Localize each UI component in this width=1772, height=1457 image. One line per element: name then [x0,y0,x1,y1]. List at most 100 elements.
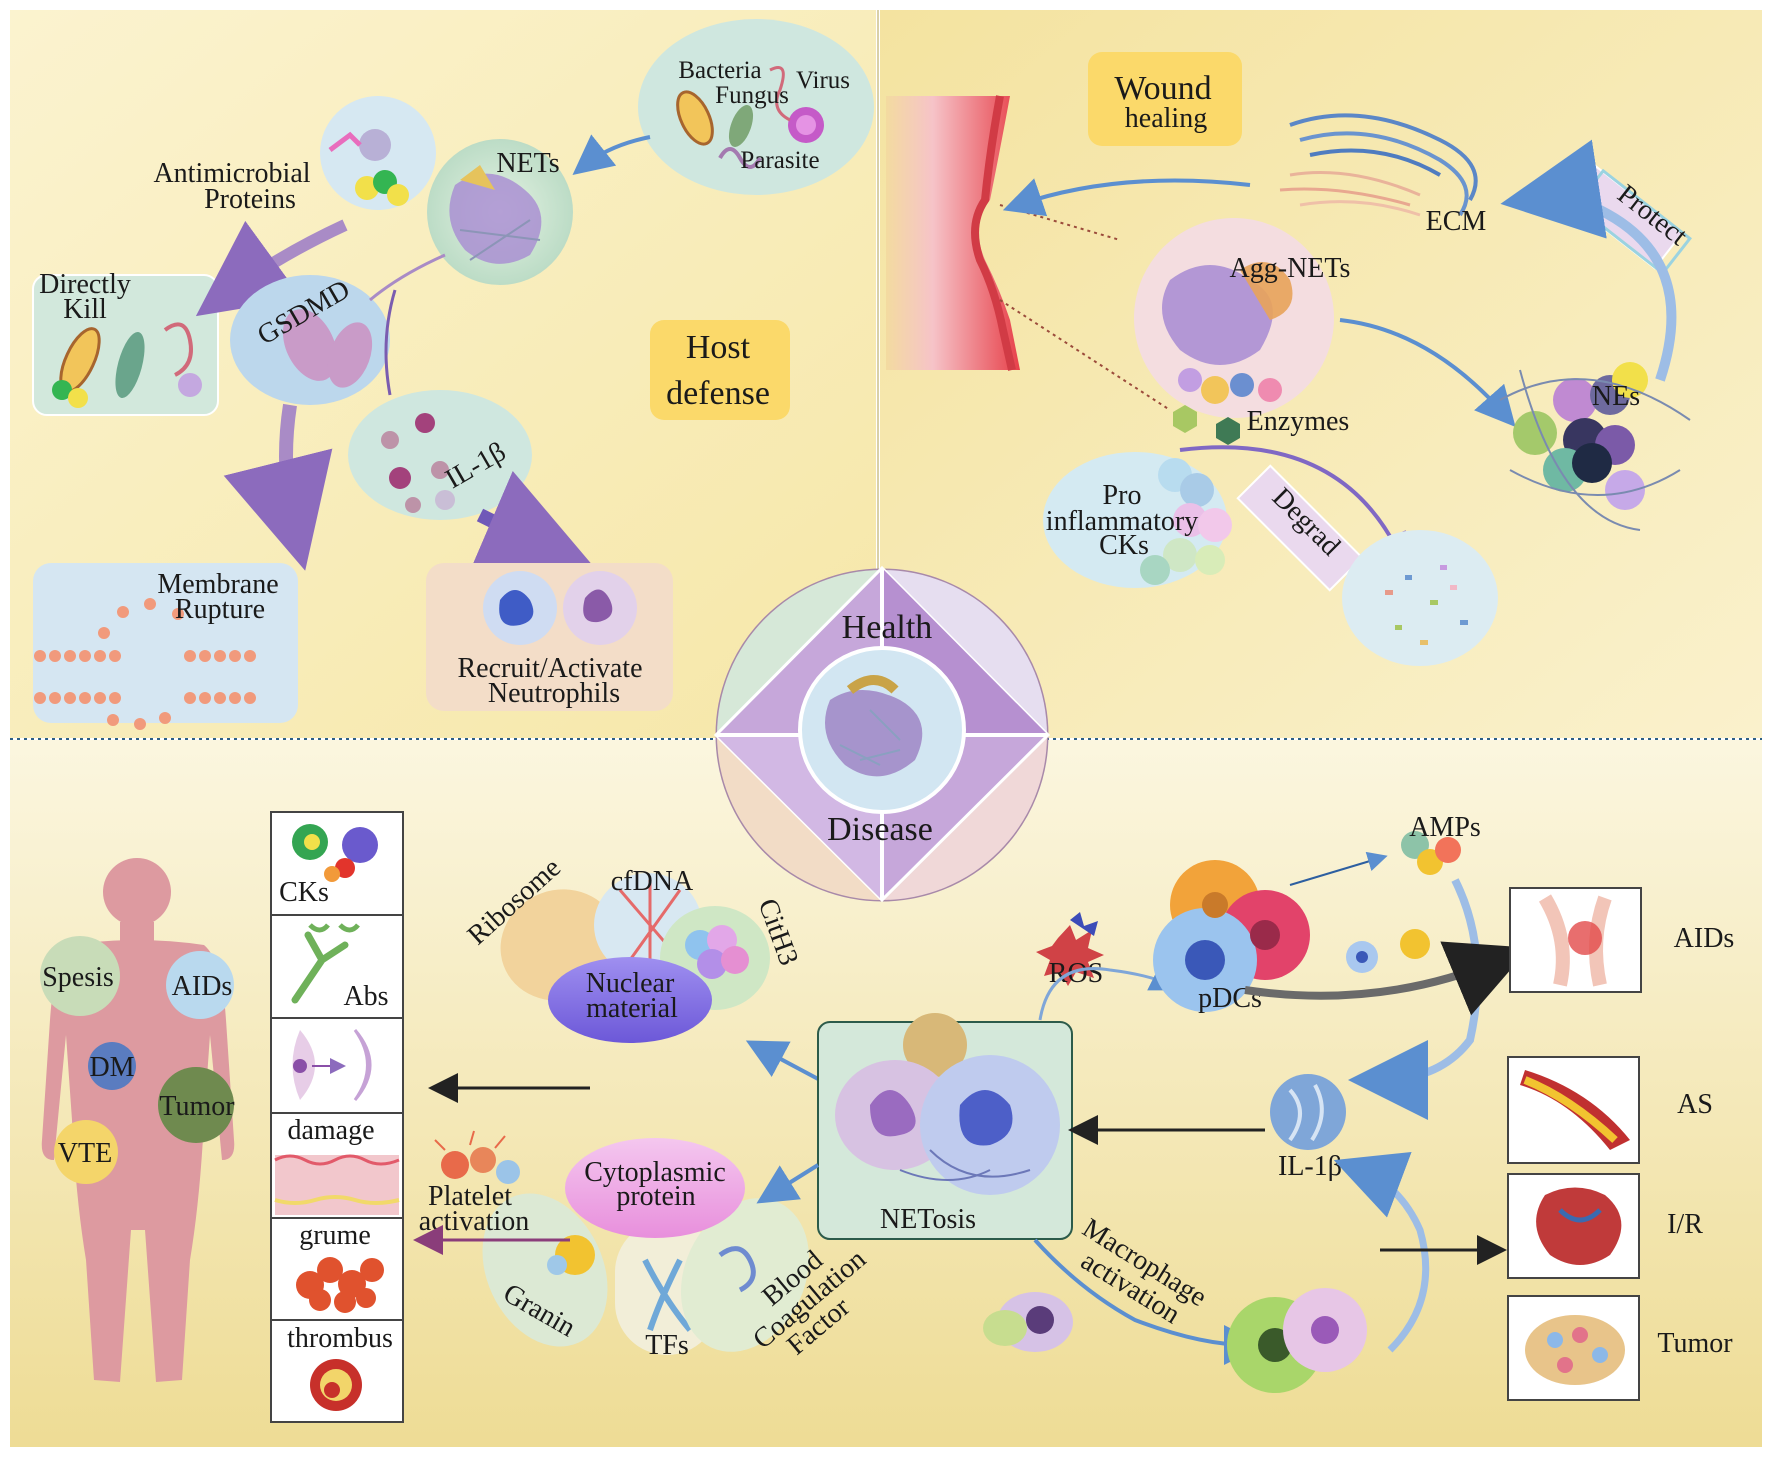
tumor-body-label: Tumor [159,1091,235,1122]
macrophage-cells [983,1288,1367,1393]
recruit-neutrophils-box [426,563,673,711]
netosis-box [817,1013,1073,1240]
dm-label: DM [89,1052,134,1083]
recruit-line1: Recruit/Activate [457,653,642,684]
virus-label: Virus [796,67,850,94]
outcome-tumor-label: Tumor [1657,1328,1733,1359]
ecm-to-skin-arrow [1002,178,1251,217]
degrad-arrow [1179,445,1406,566]
antimicrobial-line1: Antimicrobial [153,158,310,189]
to-membrane-arrow [223,403,333,571]
nes-cluster [1499,362,1691,531]
tumor-body-badge [158,1067,234,1143]
parasite-label: Parasite [740,147,819,174]
spesis-label: Spesis [42,962,114,993]
bacteria-label: Bacteria [678,57,761,84]
to-kill-arrow [195,219,348,317]
directly-kill-line1: Directly [39,269,131,300]
outcome-tumor-box [1507,1295,1640,1401]
amps-icon [1401,831,1461,875]
amps-label: AMPs [1409,812,1481,843]
grume-panel-label: grume [299,1220,371,1251]
netosis-label: NETosis [880,1204,976,1235]
wound-title-line1: Wound [1114,70,1211,107]
nets-label: NETs [496,148,559,179]
damage-panel-label: damage [287,1115,374,1146]
wound-healing-title-box [1088,52,1242,146]
platelet-line1: Platelet [428,1181,512,1212]
recruit-line2: Neutrophils [488,678,620,709]
degraded-fragments [1342,530,1498,666]
antimicrobial-line2: Proteins [204,184,296,215]
enzyme-hexagon-2 [1216,417,1240,445]
human-silhouette [41,858,235,1382]
platelet-line2: activation [419,1206,529,1237]
host-defense-title-line1: Host [686,329,751,366]
pdcs-cluster [1153,860,1430,1012]
directly-kill-line2: Kill [63,294,107,325]
netosis-to-nuclear-arrow [745,1040,821,1082]
dm-badge [88,1042,136,1090]
fungus-label: Fungus [715,82,789,109]
to-recruit-arrow [468,470,594,574]
outcome-aids-label: AIDs [1674,923,1735,954]
ecm-label: ECM [1426,206,1487,237]
thrombus-panel-label: thrombus [287,1323,393,1354]
pathogens-group [638,19,874,195]
il1b-disease-label: IL-1β [1278,1151,1342,1182]
cfdna-label: cfDNA [611,866,694,897]
nets-cell [427,139,573,285]
outcome-as-box [1507,1056,1640,1164]
antimicrobial-proteins-group [320,96,436,210]
ecm-fibers [1279,113,1478,217]
cyto-line2: protein [616,1181,695,1212]
cytoplasmic-protein-group [482,1138,810,1355]
cks-line2: inflammatory [1046,506,1198,537]
membrane-rupture-box [33,563,298,730]
pathogen-to-nets-arrow [572,134,651,175]
spesis-badge [40,936,120,1016]
to-nes-arrow [1339,318,1516,427]
ros-burst [1036,925,1104,986]
vte-badge [54,1120,118,1184]
protect-arrow [1500,139,1677,382]
vte-label: VTE [58,1138,112,1169]
agg-nets-cell [1134,218,1334,418]
amps-to-il1b-arrow [1348,878,1482,1120]
nuclear-line1: Nuclear [586,968,675,999]
nes-label: NEs [1592,381,1640,412]
platelet-cluster [434,1130,520,1184]
aids-body-badge [166,951,234,1019]
host-defense-title-line2: defense [666,375,770,412]
pdcs-to-aids-arrow [1244,941,1530,1016]
health-disease-emblem [713,565,1051,903]
membrane-line2: Rupture [175,594,265,625]
membrane-line1: Membrane [157,569,278,600]
abs-panel-label: Abs [343,981,388,1012]
host-defense-title-box [650,320,790,420]
cks-line3: CKs [1099,530,1149,561]
cyto-line1: Cytoplasmic [584,1157,726,1188]
skin-section [886,95,1020,371]
outcome-ir-label: I/R [1667,1209,1703,1240]
enzyme-hexagon-1 [1173,405,1197,433]
aids-body-label: AIDs [172,971,233,1002]
degrad-badge [1236,464,1364,592]
wound-title-line2: healing [1125,103,1207,134]
cks-panel-label: CKs [279,877,329,908]
macrophage-to-il1b-arrow [1333,1151,1430,1353]
cks-line1: Pro [1103,480,1142,511]
agg-nets-label: Agg-NETs [1230,253,1351,284]
effects-column [270,811,404,1423]
outcome-as-label: AS [1677,1089,1713,1120]
outcome-aids-box [1509,887,1642,993]
directly-kill-box [32,274,219,416]
ros-label: ROS [1049,958,1103,989]
disease-label: Disease [827,811,933,848]
gsdmd-group [230,275,390,405]
nuclear-material-group [500,873,770,1043]
tfs-label: TFs [645,1330,689,1361]
outcome-ir-box [1507,1173,1640,1279]
enzymes-label: Enzymes [1247,406,1350,437]
